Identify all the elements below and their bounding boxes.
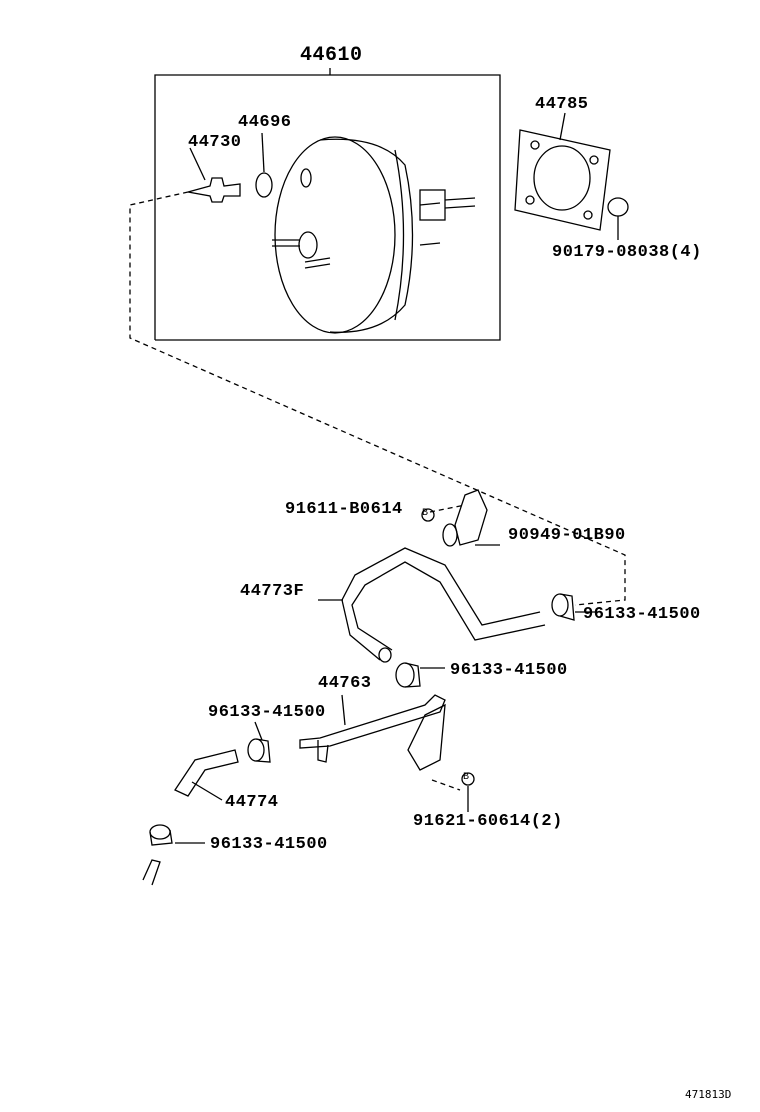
part-label-gasket[interactable]: 44785 (535, 95, 589, 114)
part-label-nut[interactable]: 90179-08038(4) (552, 243, 702, 262)
brake-booster-drawing (272, 136, 476, 334)
callout-b-upper: B (422, 508, 429, 519)
callout-b-lower: B (463, 772, 470, 783)
part-label-hose-upper[interactable]: 44773F (240, 582, 305, 601)
gasket-drawing (514, 112, 629, 240)
part-label-hose-clamp-3[interactable]: 96133-41500 (208, 703, 326, 722)
part-label-hose-clamp-1[interactable]: 96133-41500 (583, 605, 701, 624)
lower-hose-drawing (142, 749, 239, 886)
part-label-bolt-bracket[interactable]: 91621-60614(2) (413, 812, 563, 831)
part-label-grommet[interactable]: 44696 (238, 113, 292, 132)
check-valve-drawing (187, 132, 273, 203)
part-label-check-valve[interactable]: 44730 (188, 133, 242, 152)
part-label-pipe[interactable]: 44763 (318, 674, 372, 693)
upper-hose-drawing (318, 547, 546, 663)
assembly-box (154, 68, 501, 341)
part-label-hose-clamp-2[interactable]: 96133-41500 (450, 661, 568, 680)
part-label-bolt-clip[interactable]: 91611-B0614 (285, 500, 403, 519)
part-label-hose-clamp-4[interactable]: 96133-41500 (210, 835, 328, 854)
dashed-leaders (129, 191, 626, 791)
pipe-drawing (299, 694, 475, 812)
clip-drawing (421, 489, 500, 547)
part-label-hose-lower[interactable]: 44774 (225, 793, 279, 812)
hose-clamps-drawing (149, 593, 598, 846)
figure-code: 471813D (685, 1088, 732, 1101)
part-label-booster[interactable]: 44610 (300, 44, 363, 67)
part-label-clamp[interactable]: 90949-01B90 (508, 526, 626, 545)
